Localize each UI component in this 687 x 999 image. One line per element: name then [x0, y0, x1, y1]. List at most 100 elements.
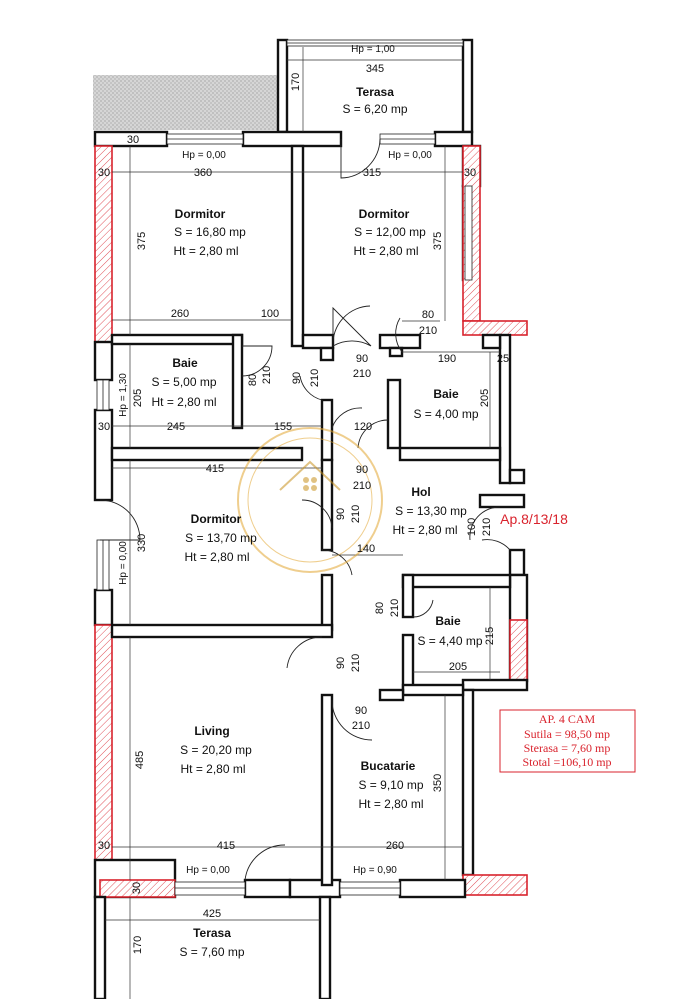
room-height: Ht = 2,80 ml: [392, 523, 457, 537]
room-baie-2: Baie S = 4,00 mp: [413, 387, 478, 421]
dim-label: 80: [422, 309, 434, 321]
dim-label: 360: [194, 167, 212, 179]
room-height: Ht = 2,80 ml: [184, 550, 249, 564]
dim-label: 30: [464, 167, 476, 179]
dim-label: 210: [261, 366, 273, 384]
dim-label: 90: [355, 705, 367, 717]
dim-label: 100: [261, 308, 279, 320]
dim-label: 90: [335, 508, 347, 520]
dim-label: 375: [432, 232, 444, 250]
dim-label: 415: [206, 463, 224, 475]
room-area: S = 4,40 mp: [417, 634, 482, 648]
watermark-logo: [237, 427, 383, 573]
dim-label: 90: [291, 372, 303, 384]
room-height: Ht = 2,80 ml: [358, 797, 423, 811]
room-name: Dormitor: [359, 207, 410, 221]
room-dormitor-1: Dormitor S = 16,80 mp Ht = 2,80 ml: [173, 207, 246, 258]
room-baie-3: Baie S = 4,40 mp: [417, 614, 482, 648]
hp-label: Hp = 1,30: [118, 373, 129, 417]
summary-sutila: Sutila = 98,50 mp: [524, 727, 610, 741]
summary-title: AP. 4 CAM: [539, 712, 596, 726]
dim-label: 190: [438, 353, 456, 365]
neighbour-area: [93, 75, 278, 130]
summary-sterasa: Sterasa = 7,60 mp: [524, 741, 611, 755]
room-area: S = 20,20 mp: [180, 743, 252, 757]
dim-label: 330: [136, 534, 148, 552]
interior-walls: [110, 144, 512, 887]
dim-label: 210: [353, 368, 371, 380]
dim-label: 245: [167, 421, 185, 433]
dim-label: 30: [98, 167, 110, 179]
dim-label: 210: [309, 369, 321, 387]
room-hol: Hol S = 13,30 mp Ht = 2,80 ml: [392, 485, 467, 537]
room-name: Terasa: [193, 926, 231, 940]
dim-label: 90: [335, 657, 347, 669]
room-area: S = 13,30 mp: [395, 504, 467, 518]
room-terasa-bottom: Terasa S = 7,60 mp: [179, 926, 244, 959]
room-living: Living S = 20,20 mp Ht = 2,80 ml: [180, 724, 252, 776]
dim-label: 30: [131, 882, 143, 894]
room-name: Dormitor: [175, 207, 226, 221]
hp-label: Hp = 0,00: [186, 865, 230, 876]
dim-label: 215: [484, 627, 496, 645]
room-area: S = 6,20 mp: [342, 102, 407, 116]
room-height: Ht = 2,80 ml: [151, 395, 216, 409]
dimension-labels: 345 170 30 30 30 360 315 375 375 260 100…: [98, 63, 509, 954]
dim-label: 210: [350, 505, 362, 523]
dim-label: 260: [386, 840, 404, 852]
hp-label: Hp = 1,00: [351, 44, 395, 55]
room-area: S = 7,60 mp: [179, 945, 244, 959]
room-name: Bucatarie: [361, 759, 416, 773]
summary-stotal: Stotal =106,10 mp: [522, 755, 611, 769]
room-baie-1: Baie S = 5,00 mp Ht = 2,80 ml: [151, 356, 216, 409]
room-name: Baie: [172, 356, 198, 370]
windows: [96, 133, 473, 896]
room-name: Hol: [411, 485, 430, 499]
room-bucatarie: Bucatarie S = 9,10 mp Ht = 2,80 ml: [358, 759, 423, 811]
doors: [99, 138, 511, 881]
dim-label: 30: [98, 421, 110, 433]
area-summary-box: AP. 4 CAM Sutila = 98,50 mp Sterasa = 7,…: [499, 709, 636, 773]
dim-label: 155: [274, 421, 292, 433]
room-dormitor-2: Dormitor S = 12,00 mp Ht = 2,80 ml: [353, 207, 426, 258]
room-area: S = 13,70 mp: [185, 531, 257, 545]
dim-label: 210: [419, 325, 437, 337]
room-area: S = 5,00 mp: [151, 375, 216, 389]
room-name: Dormitor: [191, 512, 242, 526]
dim-label: 315: [363, 167, 381, 179]
room-name: Terasa: [356, 85, 394, 99]
dim-label: 120: [354, 421, 372, 433]
dim-label: 375: [136, 232, 148, 250]
room-dormitor-3: Dormitor S = 13,70 mp Ht = 2,80 ml: [184, 512, 257, 564]
terrace-bottom-walls: [93, 895, 332, 999]
hp-label: Hp = 0,90: [353, 865, 397, 876]
dim-label: 170: [290, 73, 302, 91]
dim-label: 210: [389, 599, 401, 617]
dim-label: 425: [203, 908, 221, 920]
dim-label: 415: [217, 840, 235, 852]
outer-walls: [93, 130, 529, 899]
room-area: S = 9,10 mp: [358, 778, 423, 792]
room-height: Ht = 2,80 ml: [353, 244, 418, 258]
dim-label: 30: [98, 840, 110, 852]
hp-label: Hp = 0,00: [182, 150, 226, 161]
dim-label: 210: [352, 720, 370, 732]
dim-label: 205: [449, 661, 467, 673]
hp-label: Hp = 0,00: [388, 150, 432, 161]
room-height: Ht = 2,80 ml: [173, 244, 238, 258]
dim-label: 210: [350, 654, 362, 672]
dim-label: 260: [171, 308, 189, 320]
dim-label: 90: [356, 464, 368, 476]
room-area: S = 16,80 mp: [174, 225, 246, 239]
room-area: S = 4,00 mp: [413, 407, 478, 421]
room-name: Baie: [435, 614, 461, 628]
dim-label: 30: [127, 134, 139, 146]
dim-label: 90: [356, 353, 368, 365]
hp-label: Hp = 0,00: [118, 541, 129, 585]
room-area: S = 12,00 mp: [354, 225, 426, 239]
dim-label: 210: [481, 518, 493, 536]
dim-label: 485: [134, 751, 146, 769]
dim-label: 100: [466, 518, 478, 536]
dim-label: 140: [357, 543, 375, 555]
